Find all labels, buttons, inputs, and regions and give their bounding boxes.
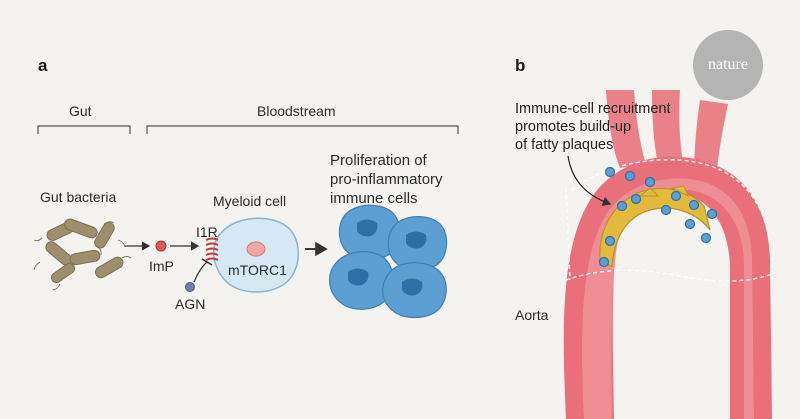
nature-logo: nature bbox=[693, 30, 763, 100]
mtorc1-label: mTORC1 bbox=[228, 262, 287, 278]
agn-inhibition-line bbox=[193, 261, 208, 283]
bloodstream-bracket bbox=[146, 125, 459, 134]
gut-bracket bbox=[37, 125, 131, 134]
gut-bacteria-cluster bbox=[33, 218, 132, 291]
mtorc1-organelle bbox=[246, 241, 266, 257]
imp-molecule bbox=[155, 240, 167, 252]
callout-line-2: promotes build-up bbox=[515, 119, 632, 135]
callout-pointer bbox=[567, 155, 612, 207]
imp-label: ImP bbox=[149, 258, 174, 274]
region-gut-label: Gut bbox=[69, 103, 92, 119]
proliferation-line-1: Proliferation of bbox=[330, 152, 427, 169]
myeloid-cell-label: Myeloid cell bbox=[213, 193, 287, 209]
proliferation-line-3: immune cells bbox=[330, 190, 418, 207]
callout-line-3: of fatty plaques bbox=[515, 137, 614, 153]
agn-molecule bbox=[185, 282, 195, 292]
plaque-immune-cells bbox=[598, 166, 718, 268]
panel-a-letter: a bbox=[38, 56, 48, 75]
agn-label: AGN bbox=[175, 296, 206, 312]
i1r-receptor bbox=[205, 237, 219, 261]
i1r-label: I1R bbox=[196, 224, 218, 240]
immune-cell-cluster bbox=[329, 204, 448, 319]
aorta-illustration bbox=[563, 90, 773, 419]
proliferation-line-2: pro-inflammatory bbox=[330, 171, 443, 188]
aorta-label: Aorta bbox=[515, 307, 549, 323]
proliferation-label: Proliferation of pro-inflammatory immune… bbox=[330, 151, 443, 208]
recruitment-callout: Immune-cell recruitment promotes build-u… bbox=[515, 100, 671, 154]
panel-b-letter: b bbox=[515, 56, 526, 75]
region-bloodstream-label: Bloodstream bbox=[257, 103, 336, 119]
gut-bacteria-label: Gut bacteria bbox=[40, 189, 117, 205]
callout-line-1: Immune-cell recruitment bbox=[515, 101, 671, 117]
